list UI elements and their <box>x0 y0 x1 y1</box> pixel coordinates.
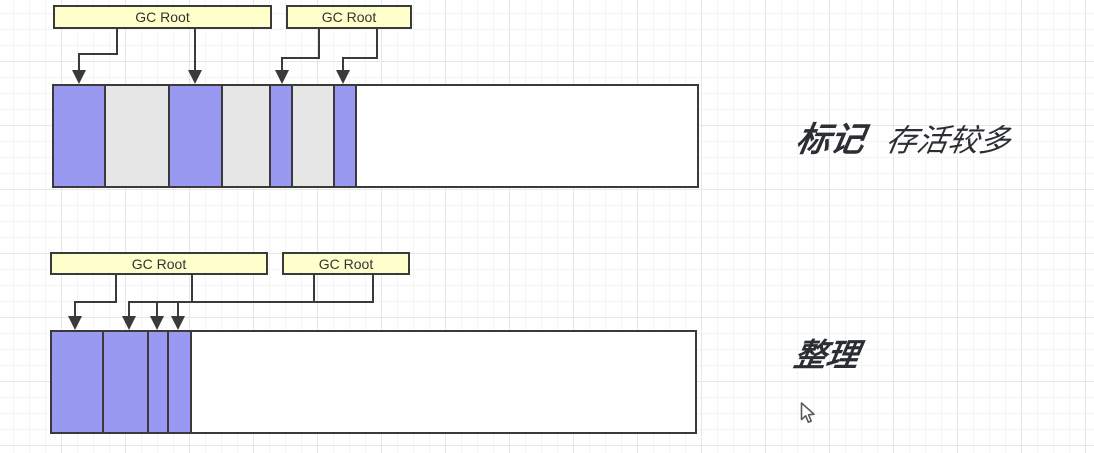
memory-segment-live <box>52 84 106 188</box>
connector-bus-line <box>128 301 374 303</box>
connector-line <box>281 57 283 72</box>
mouse-cursor-icon <box>800 402 815 423</box>
connector-line <box>78 53 118 55</box>
arrowhead-icon <box>171 316 185 330</box>
memory-segment-live <box>168 84 223 188</box>
gc-root-label: GC Root <box>321 9 377 25</box>
connector-line <box>318 29 320 59</box>
connector-line <box>74 301 76 318</box>
heap-memory-bar-compacted <box>50 330 697 434</box>
memory-segment-live <box>50 330 105 434</box>
connector-line <box>156 301 158 318</box>
arrowhead-icon <box>68 316 82 330</box>
caption-mark-note: 存活较多 <box>883 123 1014 158</box>
arrowhead-icon <box>150 316 164 330</box>
heap-memory-bar-marked <box>52 84 699 188</box>
memory-segment-live <box>269 84 293 188</box>
memory-segment-reclaimable <box>104 84 170 188</box>
memory-segment-live <box>167 330 192 434</box>
gc-root-label: GC Root <box>135 9 190 25</box>
connector-line <box>177 301 179 318</box>
memory-segment-live <box>333 84 357 188</box>
connector-line <box>74 301 117 303</box>
caption-mark: 标记 存活较多 <box>793 112 1016 161</box>
memory-segment-live <box>102 330 151 434</box>
memory-segment-reclaimable <box>221 84 271 188</box>
gc-root-label: GC Root <box>318 255 374 272</box>
caption-compact: 整理 <box>791 330 863 376</box>
connector-line <box>128 301 130 318</box>
gc-root-box: GC Root <box>53 5 272 29</box>
arrowhead-icon <box>72 70 86 84</box>
connector-line <box>194 29 196 72</box>
connector-line <box>342 57 378 59</box>
caption-compact-title: 整理 <box>791 337 862 373</box>
connector-line <box>115 275 117 303</box>
connector-line <box>372 275 374 303</box>
connector-line <box>281 57 320 59</box>
arrowhead-icon <box>275 70 289 84</box>
gc-root-box: GC Root <box>286 5 412 29</box>
arrowhead-icon <box>188 70 202 84</box>
connector-line <box>313 275 315 303</box>
connector-line <box>342 57 344 72</box>
memory-segment-reclaimable <box>291 84 335 188</box>
gc-root-label: GC Root <box>131 255 187 272</box>
arrowhead-icon <box>336 70 350 84</box>
gc-root-box: GC Root <box>282 252 410 275</box>
connector-line <box>191 275 193 303</box>
connector-line <box>78 53 80 72</box>
connector-line <box>376 29 378 59</box>
arrowhead-icon <box>122 316 136 330</box>
gc-root-box: GC Root <box>50 252 268 275</box>
caption-mark-title: 标记 <box>793 121 868 159</box>
connector-line <box>116 29 118 55</box>
